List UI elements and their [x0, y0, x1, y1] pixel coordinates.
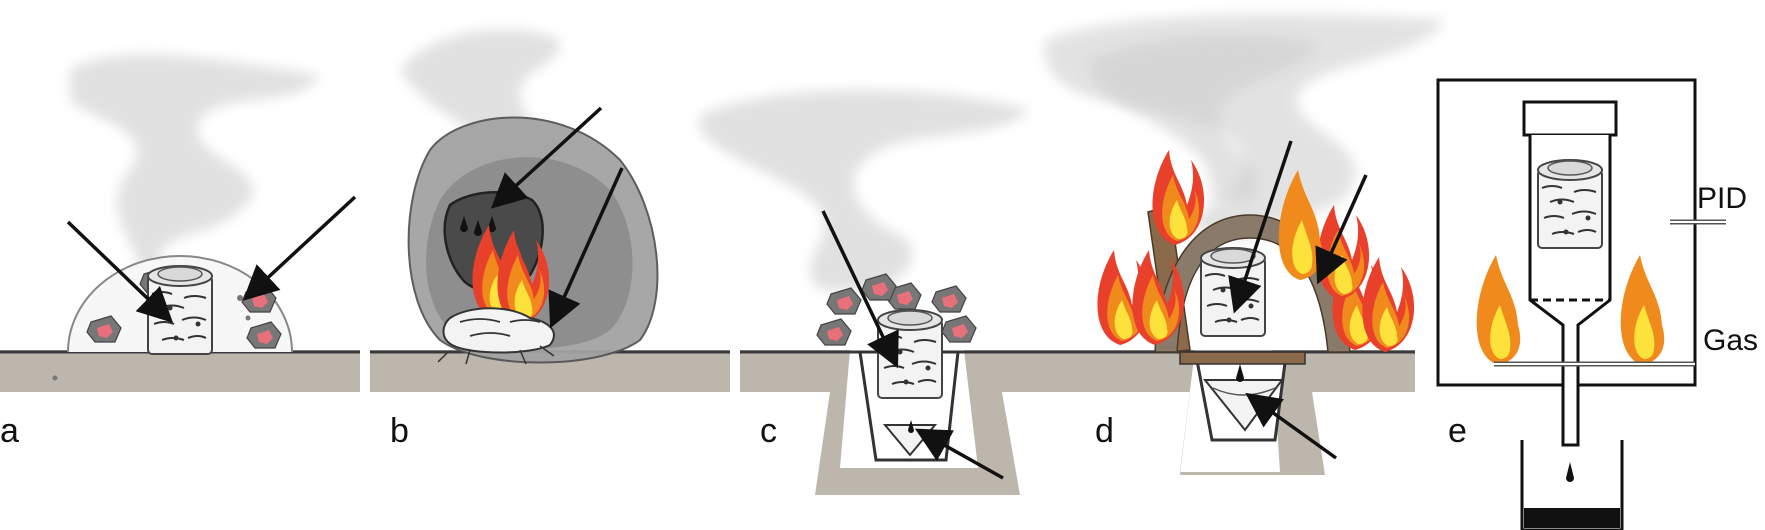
- birch-bark-container: [877, 309, 943, 399]
- arrow: [548, 167, 624, 329]
- panel-d: [1044, 14, 1445, 475]
- panel-label-d: d: [1095, 412, 1114, 450]
- ground: [1070, 350, 1415, 475]
- panel-b: [370, 29, 730, 392]
- smoke-plume: [70, 54, 320, 270]
- ground: [0, 350, 360, 392]
- arrow: [242, 195, 357, 301]
- arrow: [1245, 392, 1338, 460]
- panel-label-a: a: [0, 412, 19, 450]
- panel-c: [700, 90, 1075, 495]
- pid-label: PID: [1697, 182, 1748, 215]
- arrow: [821, 210, 899, 369]
- arrow: [914, 428, 1004, 480]
- arrow: [66, 220, 174, 323]
- collection-vessel: [1520, 440, 1624, 530]
- arrow: [1228, 140, 1293, 314]
- arrow: [490, 106, 603, 209]
- arrow: [1315, 174, 1368, 285]
- smoke-plume: [700, 90, 1030, 290]
- panel-label-b: b: [390, 412, 409, 450]
- gas-label: Gas: [1703, 324, 1759, 357]
- cover-plate: [1179, 351, 1306, 365]
- tube-cap: [1522, 100, 1618, 137]
- panel-label-c: c: [760, 412, 777, 450]
- panel-label-e: e: [1448, 412, 1467, 450]
- birch-bark-container: [1537, 159, 1603, 249]
- ground: [740, 350, 1075, 495]
- tar-residue: [1524, 508, 1620, 528]
- panel-a: [0, 54, 360, 392]
- panel-e: [1436, 78, 1726, 530]
